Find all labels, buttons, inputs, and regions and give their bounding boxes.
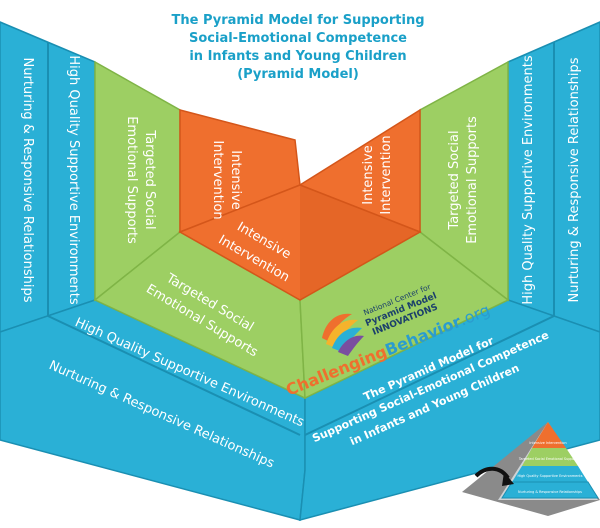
blue-band-dividers [47,42,555,436]
title-line-1: The Pyramid Model for Supporting [171,13,424,28]
orange-shade [300,185,420,300]
left-targeted-line-1: Targeted Social [142,129,157,229]
mini-label-top: Intensive Intervention [529,441,566,445]
mini-label-mid: Targeted Social Emotional Supports [518,457,579,461]
mini-tier-mid [522,448,578,466]
mini-pyramid: Intensive Intervention Targeted Social E… [462,422,600,516]
title-line-3: in Infants and Young Children [189,49,406,64]
left-intensive-line-1: Intensive [228,150,243,209]
left-intensive-line-2: Intervention [210,140,225,219]
mini-tier-env [512,466,588,482]
left-relationships-label: Nurturing & Responsive Relationships [20,58,35,303]
right-intensive-line-1: Intensive [361,145,376,204]
arrow-head-icon [502,472,514,486]
mini-tier-base [501,481,599,499]
mini-tier-top [532,422,566,448]
right-targeted-line-2: Emotional Supports [465,116,480,244]
left-environments-label: High Quality Supportive Environments [66,55,81,304]
title-line-2: Social-Emotional Competence [189,31,407,46]
left-targeted-line-2: Emotional Supports [124,116,139,244]
right-intensive-line-2: Intervention [379,135,394,214]
logo-emblem [322,313,364,356]
mini-label-base: Nurturing & Responsive Relationships [518,490,582,494]
title-line-4: (Pyramid Model) [237,67,359,82]
right-relationships-label: Nurturing & Responsive Relationships [567,57,582,302]
bottom-orange-panel [178,184,422,301]
mini-label-env: High Quality Supportive Environments [518,474,583,478]
title-block: The Pyramid Model for Supporting Social-… [171,13,424,82]
right-targeted-line-1: Targeted Social [447,130,462,230]
right-environments-label: High Quality Supportive Environments [521,55,536,304]
